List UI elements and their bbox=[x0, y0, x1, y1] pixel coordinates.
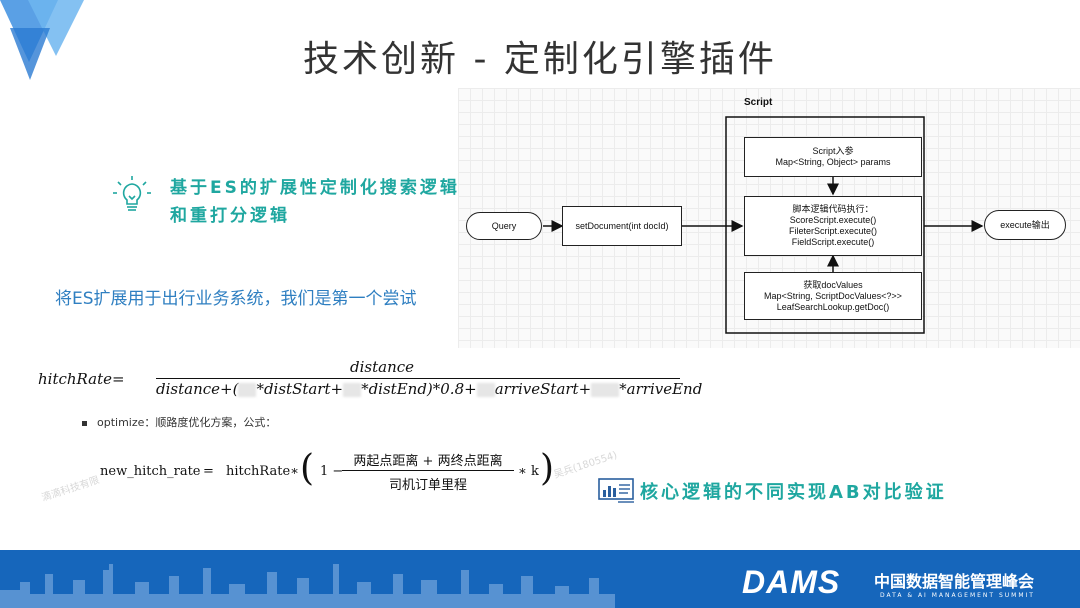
brand-triangle-logo bbox=[0, 0, 84, 80]
formula-numerator: distance bbox=[350, 358, 415, 376]
watermark: 滴滴科技有限 bbox=[40, 474, 101, 504]
script-input-node: Script入参 Map<String, Object> params bbox=[744, 137, 922, 177]
slide-title: 技术创新 - 定制化引擎插件 bbox=[303, 39, 777, 80]
script-container-label: Script bbox=[744, 97, 773, 108]
fraction-bar bbox=[156, 378, 680, 379]
formula2-hitch-rate: hitchRate∗ bbox=[226, 464, 299, 479]
hitch-rate-formula: hitchRate= distance distance+(*distStart… bbox=[38, 358, 702, 406]
formula2-paren-close: ) bbox=[540, 448, 555, 489]
set-document-node: setDocument(int docId) bbox=[562, 206, 682, 246]
redacted-value bbox=[476, 383, 495, 397]
feature-description: 基于ES的扩展性定制化搜索逻辑和重打分逻辑 bbox=[170, 178, 460, 226]
formula-lhs: hitchRate= bbox=[38, 370, 125, 388]
script-flow-diagram: Script Query setDocument(int docId) Scri… bbox=[458, 88, 1080, 348]
doc-values-node: 获取docValues Map<String, ScriptDocValues<… bbox=[744, 272, 922, 320]
city-skyline-icon bbox=[0, 564, 615, 608]
footer-banner bbox=[0, 550, 1080, 608]
formula-denominator: distance+(*distStart+*distEnd)*0.8+arriv… bbox=[156, 380, 703, 398]
formula2-lhs: new_hitch_rate bbox=[100, 464, 201, 479]
lightbulb-icon bbox=[113, 176, 151, 211]
subtitle: 将ES扩展用于出行业务系统，我们是第一个尝试 bbox=[55, 289, 417, 309]
redacted-value bbox=[238, 383, 257, 397]
summit-name-en: DATA & AI MANAGEMENT SUMMIT bbox=[880, 592, 1035, 599]
script-exec-node: 脚本逻辑代码执行： ScoreScript.execute() FileterS… bbox=[744, 196, 922, 256]
query-node: Query bbox=[466, 212, 542, 240]
optimize-note: optimize：顺路度优化方案，公式： bbox=[82, 414, 276, 430]
formula2-denominator: 司机订单里程 bbox=[388, 478, 467, 493]
new-hitch-rate-formula: new_hitch_rate = hitchRate∗ ( 1 − 两起点距离 … bbox=[100, 446, 570, 496]
formula2-one-minus: 1 − bbox=[320, 464, 344, 479]
formula2-equals: = bbox=[203, 464, 214, 479]
ab-test-description: 核心逻辑的不同实现AB对比验证 bbox=[640, 482, 947, 503]
ab-test-chart-icon bbox=[598, 478, 634, 503]
formula2-paren-open: ( bbox=[300, 448, 315, 489]
bullet-icon bbox=[82, 420, 87, 426]
fraction-bar bbox=[342, 470, 514, 471]
diagram-connectors bbox=[543, 116, 984, 334]
redacted-value bbox=[343, 383, 362, 397]
dams-logo: DAMS bbox=[742, 564, 841, 600]
formula2-numerator: 两起点距离 + 两终点距离 bbox=[353, 454, 503, 469]
formula2-times-k: ∗ k bbox=[518, 464, 539, 479]
summit-name-cn: 中国数据智能管理峰会 bbox=[874, 572, 1035, 591]
redacted-value bbox=[591, 383, 620, 397]
execute-output-node: execute输出 bbox=[984, 210, 1066, 240]
